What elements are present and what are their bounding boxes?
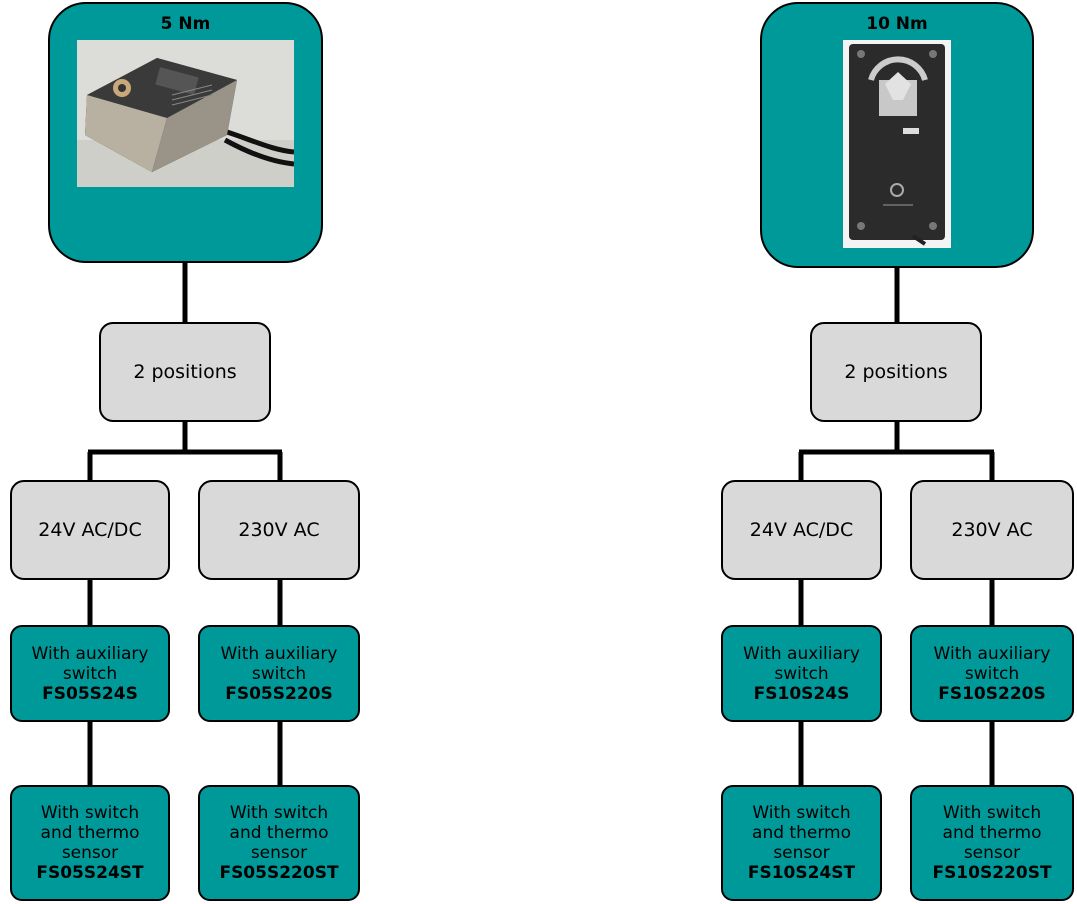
root-node-10nm: 10 Nm [760,2,1034,268]
voltage-label: 230V AC [951,519,1033,541]
positions-node-left: 2 positions [99,322,271,422]
voltage-label: 24V AC/DC [38,519,142,541]
product-node-FS05S24ST: With switch and thermo sensor FS05S24ST [10,785,170,901]
product-desc-line: sensor [773,843,830,863]
product-code: FS10S220ST [932,863,1052,883]
product-desc-line: With auxiliary [743,643,860,664]
root-title: 5 Nm [160,14,211,34]
product-desc-line: With switch [229,803,329,823]
product-node-FS05S220ST: With switch and thermo sensor FS05S220ST [198,785,360,901]
voltage-label: 230V AC [238,519,320,541]
product-node-FS05S220S: With auxiliary switch FS05S220S [198,625,360,722]
product-desc-line: With auxiliary [933,643,1051,664]
product-code: FS10S24ST [747,863,856,883]
voltage-node-230v-left: 230V AC [198,480,360,580]
positions-label: 2 positions [844,361,948,383]
product-code: FS05S220ST [219,863,339,883]
product-code: FS10S24S [753,683,850,704]
product-node-FS10S220ST: With switch and thermo sensor FS10S220ST [910,785,1074,901]
vertical-actuator-photo [843,40,951,248]
root-title: 10 Nm [866,14,928,34]
product-desc-line: With switch [40,803,140,823]
product-desc-line: switch [774,663,829,684]
product-desc-line: switch [62,663,118,684]
product-desc-line: sensor [963,843,1021,863]
product-desc-line: sensor [250,843,308,863]
product-desc-line: With switch [942,803,1042,823]
voltage-node-230v-right: 230V AC [910,480,1074,580]
product-desc-line: switch [251,663,307,684]
product-node-FS10S24ST: With switch and thermo sensor FS10S24ST [721,785,882,901]
product-desc-line: sensor [61,843,119,863]
voltage-node-24v-right: 24V AC/DC [721,480,882,580]
product-desc-line: and thermo [40,823,140,843]
product-desc-line: With switch [752,803,851,823]
product-desc-line: With auxiliary [220,643,338,664]
product-node-FS05S24S: With auxiliary switch FS05S24S [10,625,170,722]
product-code: FS10S220S [938,683,1046,704]
positions-node-right: 2 positions [810,322,982,422]
product-desc-line: and thermo [942,823,1042,843]
root-node-5nm: 5 Nm [48,2,323,263]
product-code: FS05S24ST [36,863,144,883]
voltage-label: 24V AC/DC [749,519,854,541]
product-code: FS05S24S [42,683,138,704]
product-code: FS05S220S [225,683,333,704]
voltage-node-24v-left: 24V AC/DC [10,480,170,580]
product-node-FS10S220S: With auxiliary switch FS10S220S [910,625,1074,722]
horizontal-actuator-photo [77,40,294,187]
product-desc-line: With auxiliary [31,643,149,664]
positions-label: 2 positions [133,361,237,383]
product-node-FS10S24S: With auxiliary switch FS10S24S [721,625,882,722]
product-desc-line: switch [964,663,1020,684]
product-desc-line: and thermo [752,823,851,843]
product-desc-line: and thermo [229,823,329,843]
